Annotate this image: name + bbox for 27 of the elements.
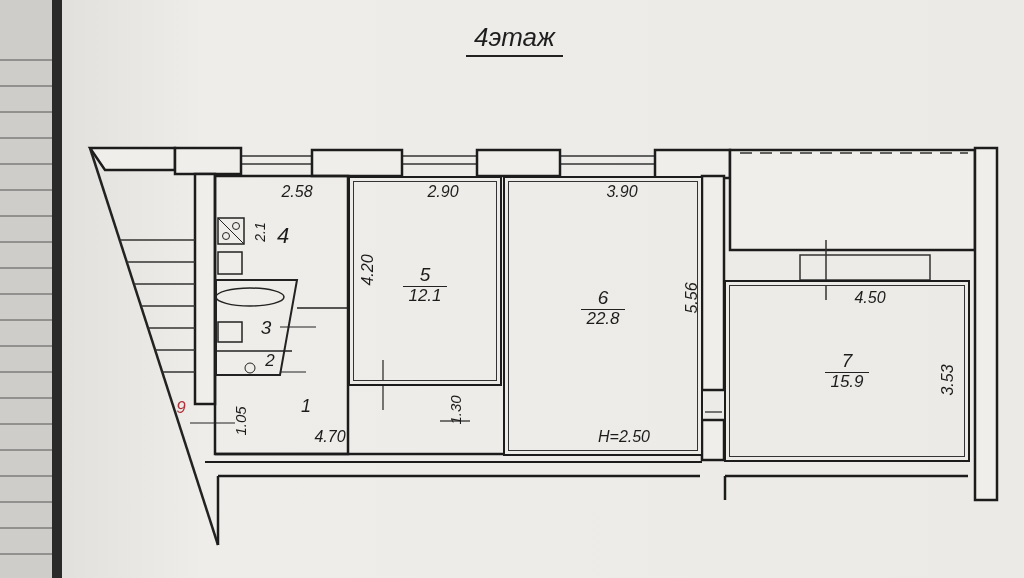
plan-label: H=2.50 — [598, 429, 650, 445]
room-area: 22.8 — [581, 308, 625, 329]
dimension-label: 4.20 — [360, 254, 376, 286]
room-area: 12.1 — [403, 285, 447, 306]
room-number: 5 — [419, 264, 431, 286]
plan-label: 3 — [260, 317, 272, 337]
room-area: 15.9 — [825, 371, 869, 392]
dimension-label: 1.05 — [232, 406, 248, 436]
room-outline — [724, 280, 970, 462]
plan-label: 1 — [301, 397, 311, 415]
plan-label: 3.90 — [606, 184, 638, 200]
plan-label: 4.70 — [314, 429, 346, 445]
plan-label: 4 — [276, 225, 290, 247]
dimension-label: 1.30 — [447, 395, 463, 425]
room-number: 7 — [841, 350, 853, 372]
plan-label: 2.90 — [427, 184, 459, 200]
dimension-label: 5.56 — [684, 282, 700, 314]
plan-label: 4.50 — [854, 290, 886, 306]
dimension-label: 2.1 — [253, 222, 267, 242]
dimension-label: 3.53 — [940, 364, 956, 396]
plan-label: 2.58 — [281, 184, 313, 200]
plan-label: 2 — [265, 351, 275, 369]
room-outline — [503, 176, 703, 456]
floor-title: 4этаж — [466, 22, 563, 57]
room-number: 6 — [597, 287, 609, 309]
room-outline — [348, 176, 502, 386]
plan-label: 9 — [176, 398, 186, 416]
